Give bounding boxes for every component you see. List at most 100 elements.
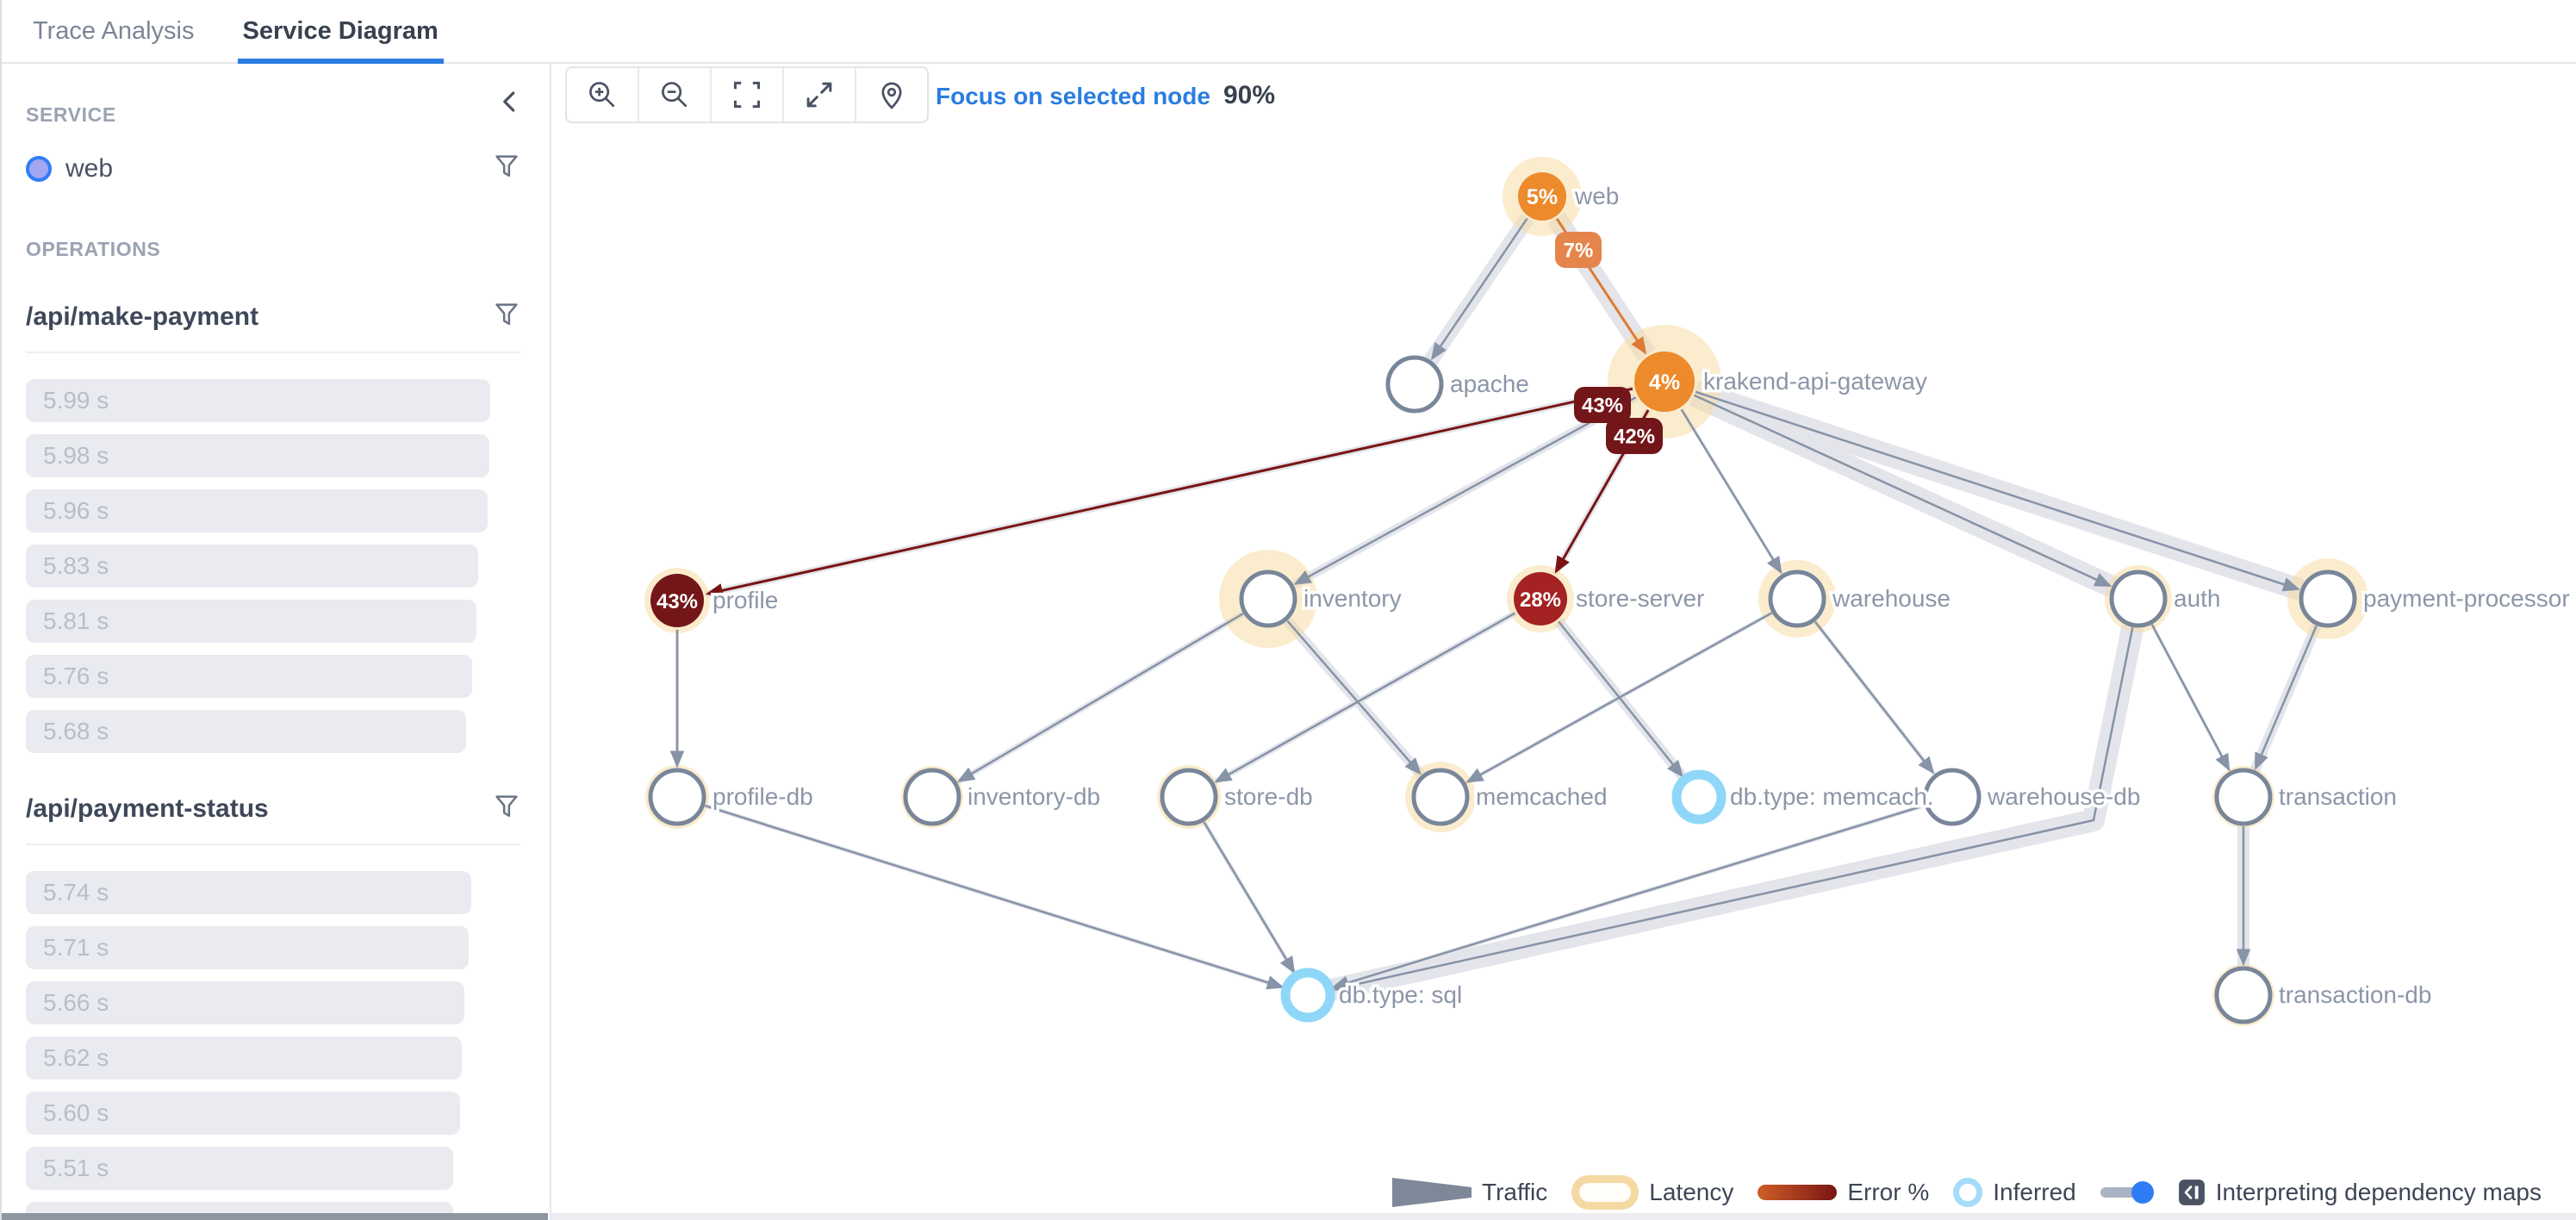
trace-latency-bar[interactable]: 5.71 s [26,926,469,969]
node-label-memcache-inferred: db.type: memcach. [1730,783,1934,810]
node-label-store-server: store-server [1576,585,1704,612]
legend-latency: Latency [1571,1175,1733,1210]
filter-icon[interactable] [493,301,520,333]
divider [26,843,520,845]
node-circle-profile[interactable] [650,574,704,627]
node-label-profile-db: profile-db [712,783,813,810]
node-circle-memcached[interactable] [1411,768,1470,826]
legend-traffic: Traffic [1392,1175,1547,1210]
zoom-in-button[interactable] [567,68,639,121]
edge-krakend-auth [1693,394,2112,587]
graph-legend: Traffic Latency Error % Inferred Interpr… [1368,1175,2542,1210]
node-label-web: web [1574,183,1619,209]
node-circle-warehouse[interactable] [1768,570,1826,628]
inferred-ring-icon [1953,1178,1983,1207]
filter-icon[interactable] [493,793,520,825]
service-row-web[interactable]: web [26,152,520,184]
node-label-sql-inferred: db.type: sql [1339,981,1462,1008]
node-transaction[interactable] [2214,768,2273,826]
node-label-krakend: krakend-api-gateway [1703,368,1927,395]
legend-error-label: Error % [1847,1179,1930,1205]
trace-latency-bar[interactable]: 5.60 s [26,1092,460,1135]
node-label-memcached: memcached [1476,783,1608,810]
node-krakend[interactable]: 4% [1634,352,1695,412]
edge-krakend-payment-processor [1695,390,2300,592]
zoom-level-indicator: 90% [1223,81,1276,109]
trace-latency-bar[interactable]: 5.62 s [26,1036,462,1080]
legend-inferred: Inferred [1953,1178,2076,1207]
node-percent-krakend: 4% [1649,370,1680,395]
edge-warehouse-memcached [1465,612,1772,783]
trace-latency-bar[interactable]: 5.68 s [26,710,467,753]
legend-traffic-label: Traffic [1482,1179,1548,1205]
node-label-transaction-db: transaction-db [2279,981,2431,1008]
operation-group-make-payment: /api/make-payment 5.99 s 5.98 s 5.96 s 5.83… [26,301,520,753]
tab-trace-analysis[interactable]: Trace Analysis [33,16,195,45]
window-left-edge [0,0,2,1220]
node-transaction-db[interactable] [2214,966,2273,1024]
trace-latency-bar[interactable]: 5.66 s [26,981,465,1024]
node-sql-inferred[interactable] [1280,968,1335,1023]
legend-toggle[interactable] [2100,1180,2154,1204]
node-memcache-inferred[interactable] [1671,769,1727,825]
node-auth[interactable] [2109,570,2168,628]
node-circle-transaction-db[interactable] [2214,966,2273,1024]
expand-button[interactable] [784,68,856,121]
node-payment-processor[interactable] [2299,570,2357,628]
node-percent-store-server: 28% [1520,588,1561,612]
trace-latency-bar[interactable]: 5.74 s [26,871,471,914]
node-circle-profile-db[interactable] [648,768,706,826]
node-circle-inventory-db[interactable] [903,768,961,826]
filter-icon[interactable] [493,152,520,184]
trace-latency-bar[interactable]: 5.51 s [26,1147,453,1190]
node-memcached[interactable] [1411,768,1470,826]
node-inventory[interactable] [1239,570,1297,628]
tab-service-diagram[interactable]: Service Diagram [237,0,445,64]
edge-badge-43%: 43% [1574,387,1631,423]
legend-help[interactable]: Interpreting dependency maps [2178,1179,2542,1206]
edge-store-server-store-db [1214,612,1516,783]
node-circle-store-db[interactable] [1160,768,1218,826]
node-circle-web[interactable] [1518,172,1566,221]
locate-pin-button[interactable] [856,68,927,121]
fit-view-button[interactable] [712,68,784,121]
sidebar-collapse-button[interactable] [489,81,531,122]
node-profile[interactable]: 43% [650,574,704,627]
trace-latency-bar[interactable]: 5.98 s [26,434,490,477]
node-circle-sql-inferred[interactable] [1280,968,1335,1023]
sidebar: SERVICE web OPERATIONS /api/make-payment… [0,64,551,1220]
node-store-server[interactable]: 28% [1514,572,1567,626]
sidebar-scrollbar[interactable] [0,1213,548,1220]
node-circle-payment-processor[interactable] [2299,570,2357,628]
node-circle-inventory[interactable] [1239,570,1297,628]
operation-name: /api/make-payment [26,302,259,331]
trace-latency-bar[interactable]: 5.76 s [26,655,473,698]
focus-selected-node-link[interactable]: Focus on selected node [936,83,1210,109]
node-circle-krakend[interactable] [1634,352,1695,412]
node-circle-apache[interactable] [1385,355,1444,414]
node-circle-memcache-inferred[interactable] [1671,769,1727,825]
node-circle-warehouse-db[interactable] [1923,768,1982,826]
trace-latency-bar[interactable]: 5.81 s [26,600,476,643]
node-warehouse[interactable] [1768,570,1826,628]
trace-latency-bar[interactable]: 5.99 s [26,379,491,422]
node-circle-transaction[interactable] [2214,768,2273,826]
edge-store-db-sql-inferred [1203,821,1296,974]
node-percent-profile: 43% [656,590,698,613]
service-color-dot [26,155,52,182]
node-circle-auth[interactable] [2109,570,2168,628]
trace-latency-bar[interactable]: 5.83 s [26,545,478,588]
node-warehouse-db[interactable] [1923,768,1982,826]
node-web[interactable]: 5% [1518,172,1566,221]
svg-text:42%: 42% [1614,426,1655,449]
svg-text:7%: 7% [1564,240,1594,263]
trace-latency-bar[interactable]: 5.96 s [26,489,488,532]
zoom-out-button[interactable] [639,68,712,121]
node-apache[interactable] [1385,355,1444,414]
node-inventory-db[interactable] [903,768,961,826]
traffic-wedge-icon [1392,1175,1472,1210]
node-profile-db[interactable] [648,768,706,826]
node-store-db[interactable] [1160,768,1218,826]
node-circle-store-server[interactable] [1514,572,1567,626]
